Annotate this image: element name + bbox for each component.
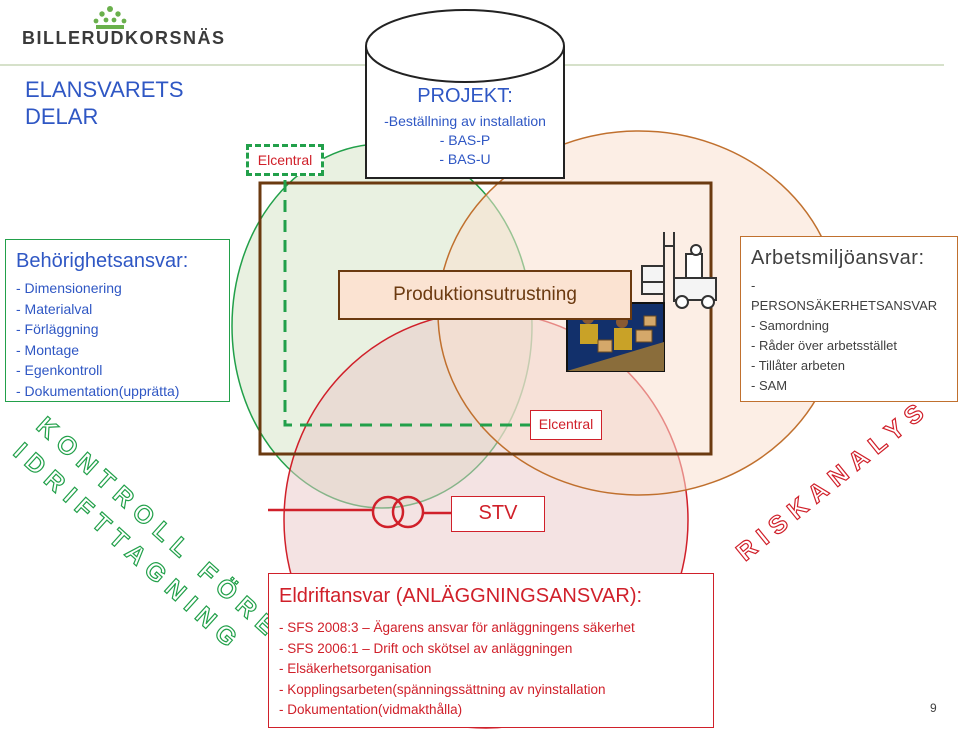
behorighet-item: - Egenkontroll	[16, 362, 103, 378]
dashed-connection	[283, 180, 530, 427]
arbetsmiljo-item: - Tillåter arbeten	[751, 358, 845, 373]
slide-title: ELANSVARETS DELAR	[25, 76, 184, 130]
project-line-3: - BAS-U	[439, 151, 491, 167]
behorighet-item: - Dokumentation(upprätta)	[16, 382, 180, 399]
eldrift-item: - Kopplingsarbeten(spänningssättning av …	[279, 681, 606, 697]
behorighet-item: - Montage	[16, 341, 80, 358]
arbetsmiljo-box: Arbetsmiljöansvar: - PERSONSÄKERHETSANSV…	[740, 236, 958, 402]
behorighet-item: - Materialval	[16, 300, 93, 317]
logo-crown-icon	[93, 6, 127, 29]
transformer-coil-1	[371, 495, 405, 529]
production-frame	[258, 181, 713, 456]
eldrift-list: - SFS 2008:3 – Ägarens ansvar för anlägg…	[279, 618, 703, 721]
project-line-1: -Beställning av installation	[384, 113, 546, 129]
project-content: PROJEKT: -Beställning av installation - …	[364, 84, 566, 169]
slide-title-line2: DELAR	[25, 104, 99, 129]
elcentral-top-box: Elcentral	[246, 144, 324, 176]
arbetsmiljo-item: PERSONSÄKERHETSANSVAR	[751, 298, 938, 313]
production-equipment-box: Produktionsutrustning	[338, 270, 632, 320]
forklift-icon	[641, 232, 717, 309]
eldrift-box: Eldriftansvar (ANLÄGGNINGSANSVAR): - SFS…	[268, 573, 714, 728]
arbetsmiljo-item: - Samordning	[751, 318, 830, 333]
eldrift-item: - SFS 2006:1 – Drift och skötsel av anlä…	[279, 640, 573, 656]
elcentral-mid-box: Elcentral	[530, 410, 602, 440]
eldrift-item: - SFS 2008:3 – Ägarens ansvar för anlägg…	[279, 620, 635, 635]
slide-title-line1: ELANSVARETS	[25, 77, 184, 102]
eldrift-item: - Dokumentation(vidmakthålla)	[279, 702, 463, 717]
eldrift-title: Eldriftansvar (ANLÄGGNINGSANSVAR):	[279, 585, 643, 607]
transformer-coil-2	[391, 495, 425, 529]
stv-box: STV	[451, 496, 545, 532]
arbetsmiljo-item: - SAM	[751, 378, 788, 393]
project-line-2: - BAS-P	[439, 132, 491, 148]
behorighet-title: Behörighetsansvar:	[16, 250, 189, 272]
arbetsmiljo-item: - Råder över arbetsstället	[751, 338, 897, 353]
arc-text-kontroll: KONTROLL FÖRE	[31, 411, 287, 646]
page-number: 9	[930, 701, 937, 715]
eldrift-item: - Elsäkerhetsorganisation	[279, 661, 432, 676]
arbetsmiljo-title: Arbetsmiljöansvar:	[751, 247, 925, 269]
project-title: PROJEKT:	[417, 85, 513, 107]
arc-text-idrift: IDRIFTTAGNING	[8, 438, 248, 658]
behorighet-box: Behörighetsansvar: - Dimensionering - Ma…	[5, 239, 230, 402]
behorighet-list: - Dimensionering - Materialval - Förlägg…	[16, 278, 219, 401]
behorighet-item: - Förläggning	[16, 321, 99, 337]
behorighet-item: - Dimensionering	[16, 280, 122, 296]
arbetsmiljo-list: - PERSONSÄKERHETSANSVAR - Samordning - R…	[751, 276, 947, 396]
project-cylinder	[365, 9, 565, 179]
company-logo: BILLERUDKORSNÄS	[22, 28, 226, 48]
arbetsmiljo-item: -	[751, 278, 756, 293]
